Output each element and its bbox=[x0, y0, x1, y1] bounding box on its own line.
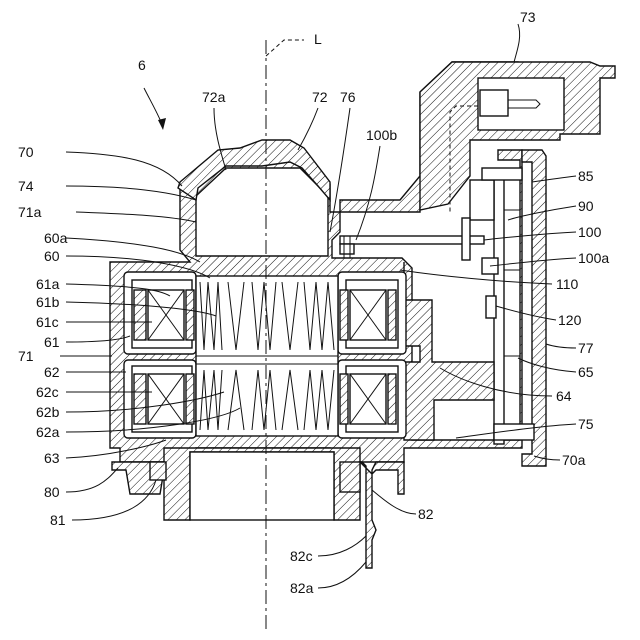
cover-77 bbox=[522, 150, 546, 466]
label-71: 71 bbox=[18, 348, 34, 364]
label-64: 64 bbox=[556, 388, 572, 404]
label-61a: 61a bbox=[36, 276, 60, 292]
assembly-arrow bbox=[144, 88, 162, 124]
label-72a: 72a bbox=[202, 89, 226, 105]
label-72: 72 bbox=[312, 89, 328, 105]
label-75: 75 bbox=[578, 416, 594, 432]
label-70a: 70a bbox=[562, 452, 586, 468]
label-61c: 61c bbox=[36, 314, 59, 330]
label-100b: 100b bbox=[366, 127, 397, 143]
label-60a: 60a bbox=[44, 230, 68, 246]
label-62c: 62c bbox=[36, 384, 59, 400]
label-63: 63 bbox=[44, 450, 60, 466]
label-71a: 71a bbox=[18, 204, 42, 220]
label-60: 60 bbox=[44, 248, 60, 264]
label-62: 62 bbox=[44, 364, 60, 380]
label-73: 73 bbox=[520, 9, 536, 25]
plunger-stack-60 bbox=[196, 276, 338, 436]
connector-73 bbox=[420, 62, 615, 212]
label-85: 85 bbox=[578, 168, 594, 184]
label-80: 80 bbox=[44, 484, 60, 500]
inner-partition-64 bbox=[404, 262, 494, 440]
label-70: 70 bbox=[18, 144, 34, 160]
label-82a: 82a bbox=[290, 580, 314, 596]
label-61: 61 bbox=[44, 334, 60, 350]
label-90: 90 bbox=[578, 198, 594, 214]
assembly-arrowhead bbox=[158, 118, 166, 130]
lower-spigot-63 bbox=[164, 448, 360, 520]
label-100: 100 bbox=[578, 224, 602, 240]
label-62a: 62a bbox=[36, 424, 60, 440]
label-100a: 100a bbox=[578, 250, 609, 266]
label-61b: 61b bbox=[36, 294, 60, 310]
label-76: 76 bbox=[340, 89, 356, 105]
label-6: 6 bbox=[138, 57, 146, 73]
label-110: 110 bbox=[556, 276, 579, 292]
bracket-80 bbox=[112, 462, 166, 494]
label-74: 74 bbox=[18, 178, 34, 194]
label-82: 82 bbox=[418, 506, 434, 522]
label-81: 81 bbox=[50, 512, 66, 528]
label-77: 77 bbox=[578, 340, 594, 356]
label-120: 120 bbox=[558, 312, 582, 328]
label-82c: 82c bbox=[290, 548, 313, 564]
label-62b: 62b bbox=[36, 404, 60, 420]
axis-label-l: L bbox=[314, 31, 322, 47]
label-65: 65 bbox=[578, 364, 594, 380]
